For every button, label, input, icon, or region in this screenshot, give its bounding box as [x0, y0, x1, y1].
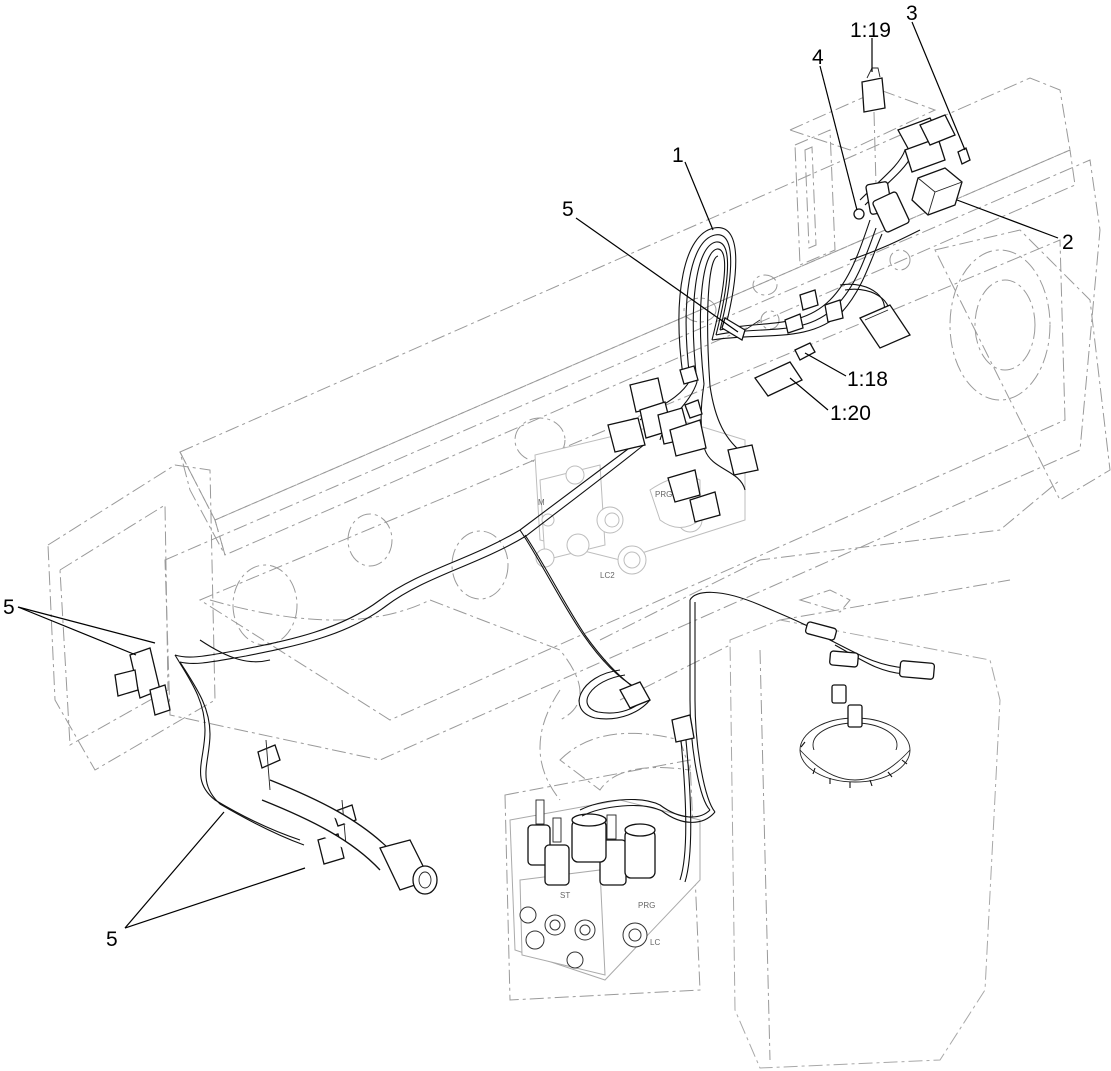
wire-harness: [174, 149, 921, 883]
callout-labels: 1 2 3 4 5 5 5 1:18 1:19 1:20: [3, 2, 1074, 951]
leader-2: [956, 199, 1059, 239]
callout-1-18: 1:18: [847, 368, 888, 391]
upper-valve-block: PRG LC2 M: [534, 419, 746, 580]
valve-marking-lc2: LC2: [600, 571, 615, 580]
leader-5-top: [575, 217, 739, 333]
leader-1-20: [789, 377, 829, 411]
callout-1-19: 1:19: [850, 19, 891, 42]
callout-5-bottom: 5: [106, 928, 118, 951]
frame-phantom: [47, 77, 1111, 1069]
leader-3: [911, 21, 966, 151]
leader-5-left-b: [17, 606, 156, 644]
leader-5-bottom-a: [124, 811, 225, 929]
leader-5-bottom-b: [124, 867, 306, 929]
terminal-1-18: [794, 342, 816, 361]
connector-1-19: [861, 77, 886, 113]
callout-1: 1: [672, 144, 684, 167]
leader-5-left-a: [17, 606, 137, 656]
callout-5-left: 5: [3, 596, 15, 619]
connector-1-20: [754, 361, 803, 397]
leader-1-18: [804, 352, 847, 377]
lower-valve-block: PRG LC ST: [509, 799, 701, 981]
callout-3: 3: [906, 2, 918, 25]
callout-4: 4: [812, 46, 824, 69]
valve-marking-lower-lc: LC: [650, 938, 660, 947]
connectors: [114, 67, 971, 895]
tank-sender: [799, 684, 911, 788]
callout-5-top: 5: [562, 198, 574, 221]
leader-1: [684, 161, 714, 231]
leader-4: [819, 65, 858, 211]
callout-2: 2: [1062, 231, 1074, 254]
valve-marking-lower-prg: PRG: [638, 901, 655, 910]
callout-1-20: 1:20: [830, 402, 871, 425]
valve-marking-m: M: [538, 498, 545, 507]
valve-marking-lower-st: ST: [560, 891, 570, 900]
clip-part-4: [853, 208, 865, 220]
valve-marking-prg: PRG: [655, 490, 672, 499]
screw-part-3: [957, 147, 971, 165]
leader-lines: [17, 21, 1059, 929]
